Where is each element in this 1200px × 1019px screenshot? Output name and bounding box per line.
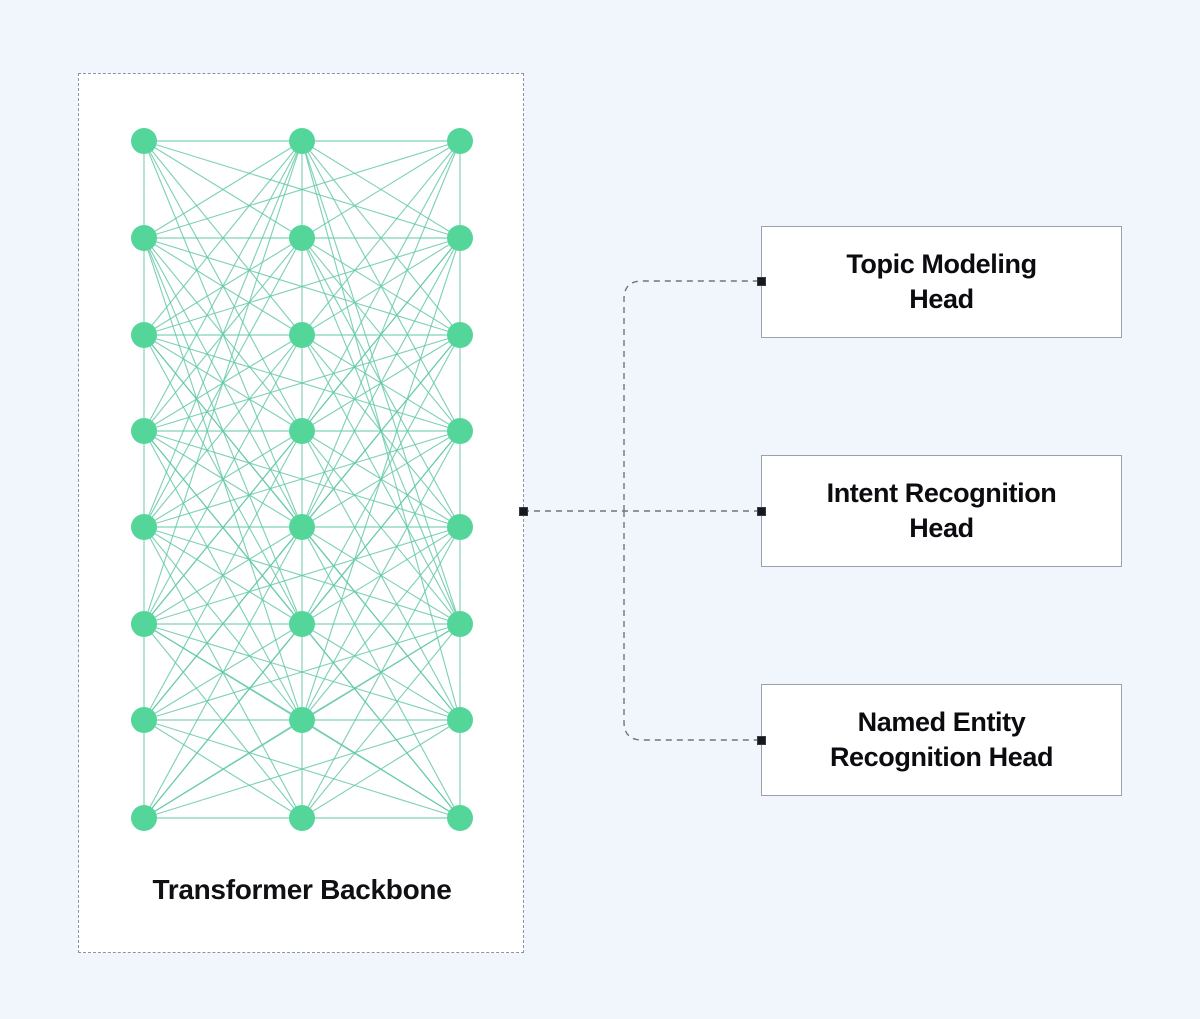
- network-node: [131, 322, 157, 348]
- network-node: [289, 128, 315, 154]
- network-node: [289, 514, 315, 540]
- head-line-2: Recognition Head: [829, 742, 1054, 772]
- head-line-2: Head: [909, 284, 974, 314]
- head-line-1: Topic Modeling: [846, 249, 1037, 280]
- topic-modeling-head-label: Topic Modeling Head: [832, 247, 1050, 316]
- network-node: [289, 805, 315, 831]
- neural-network-graphic: [131, 128, 473, 831]
- network-edge: [143, 237, 461, 336]
- named-entity-recognition-head-anchor[interactable]: [756, 735, 766, 745]
- transformer-backbone-group[interactable]: Transformer Backbone: [78, 73, 524, 953]
- intent-recognition-head-box[interactable]: Intent Recognition Head: [761, 455, 1122, 567]
- network-nodes: [131, 128, 473, 831]
- network-node: [131, 514, 157, 540]
- topic-modeling-head-anchor[interactable]: [756, 276, 766, 286]
- network-edge: [143, 140, 303, 239]
- network-node: [447, 707, 473, 733]
- network-edge: [301, 334, 461, 432]
- network-edge: [143, 526, 461, 625]
- named-entity-recognition-head-label: Named Entity Recognition Head: [816, 705, 1067, 774]
- network-edge: [143, 140, 461, 239]
- network-edge: [301, 430, 461, 528]
- backbone-label: Transformer Backbone: [152, 874, 452, 905]
- network-edges: [143, 140, 461, 819]
- head-line-1: Intent Recognition: [826, 478, 1057, 509]
- head-line-2: Head: [909, 513, 974, 543]
- network-node: [447, 514, 473, 540]
- topic-modeling-head-box[interactable]: Topic Modeling Head: [761, 226, 1122, 338]
- network-node: [289, 611, 315, 637]
- network-edge: [143, 719, 461, 819]
- backbone-output-anchor[interactable]: [518, 506, 528, 516]
- network-edge: [301, 237, 461, 336]
- network-node: [131, 128, 157, 154]
- connector-upper: [623, 280, 761, 511]
- network-edge: [301, 719, 461, 819]
- connector-lower: [623, 511, 761, 741]
- network-node: [289, 225, 315, 251]
- network-node: [131, 707, 157, 733]
- network-node: [131, 611, 157, 637]
- network-node: [447, 418, 473, 444]
- network-edge: [143, 334, 303, 432]
- network-node: [447, 611, 473, 637]
- network-node: [447, 805, 473, 831]
- network-edge: [143, 623, 303, 819]
- named-entity-recognition-head-box[interactable]: Named Entity Recognition Head: [761, 684, 1122, 796]
- network-edge: [143, 526, 303, 625]
- network-edge: [143, 719, 303, 819]
- network-node: [131, 418, 157, 444]
- intent-recognition-head-anchor[interactable]: [756, 506, 766, 516]
- intent-recognition-head-label: Intent Recognition Head: [813, 476, 1071, 545]
- network-node: [447, 128, 473, 154]
- network-node: [289, 322, 315, 348]
- network-node: [131, 225, 157, 251]
- network-edge: [143, 334, 461, 432]
- network-node: [289, 707, 315, 733]
- network-node: [289, 418, 315, 444]
- head-line-1: Named Entity: [857, 707, 1026, 738]
- network-node: [447, 322, 473, 348]
- network-edge: [301, 526, 461, 625]
- network-node: [131, 805, 157, 831]
- network-edge: [143, 623, 461, 721]
- network-edge: [143, 430, 461, 528]
- network-edge: [143, 430, 303, 528]
- network-node: [447, 225, 473, 251]
- network-edge: [301, 623, 461, 819]
